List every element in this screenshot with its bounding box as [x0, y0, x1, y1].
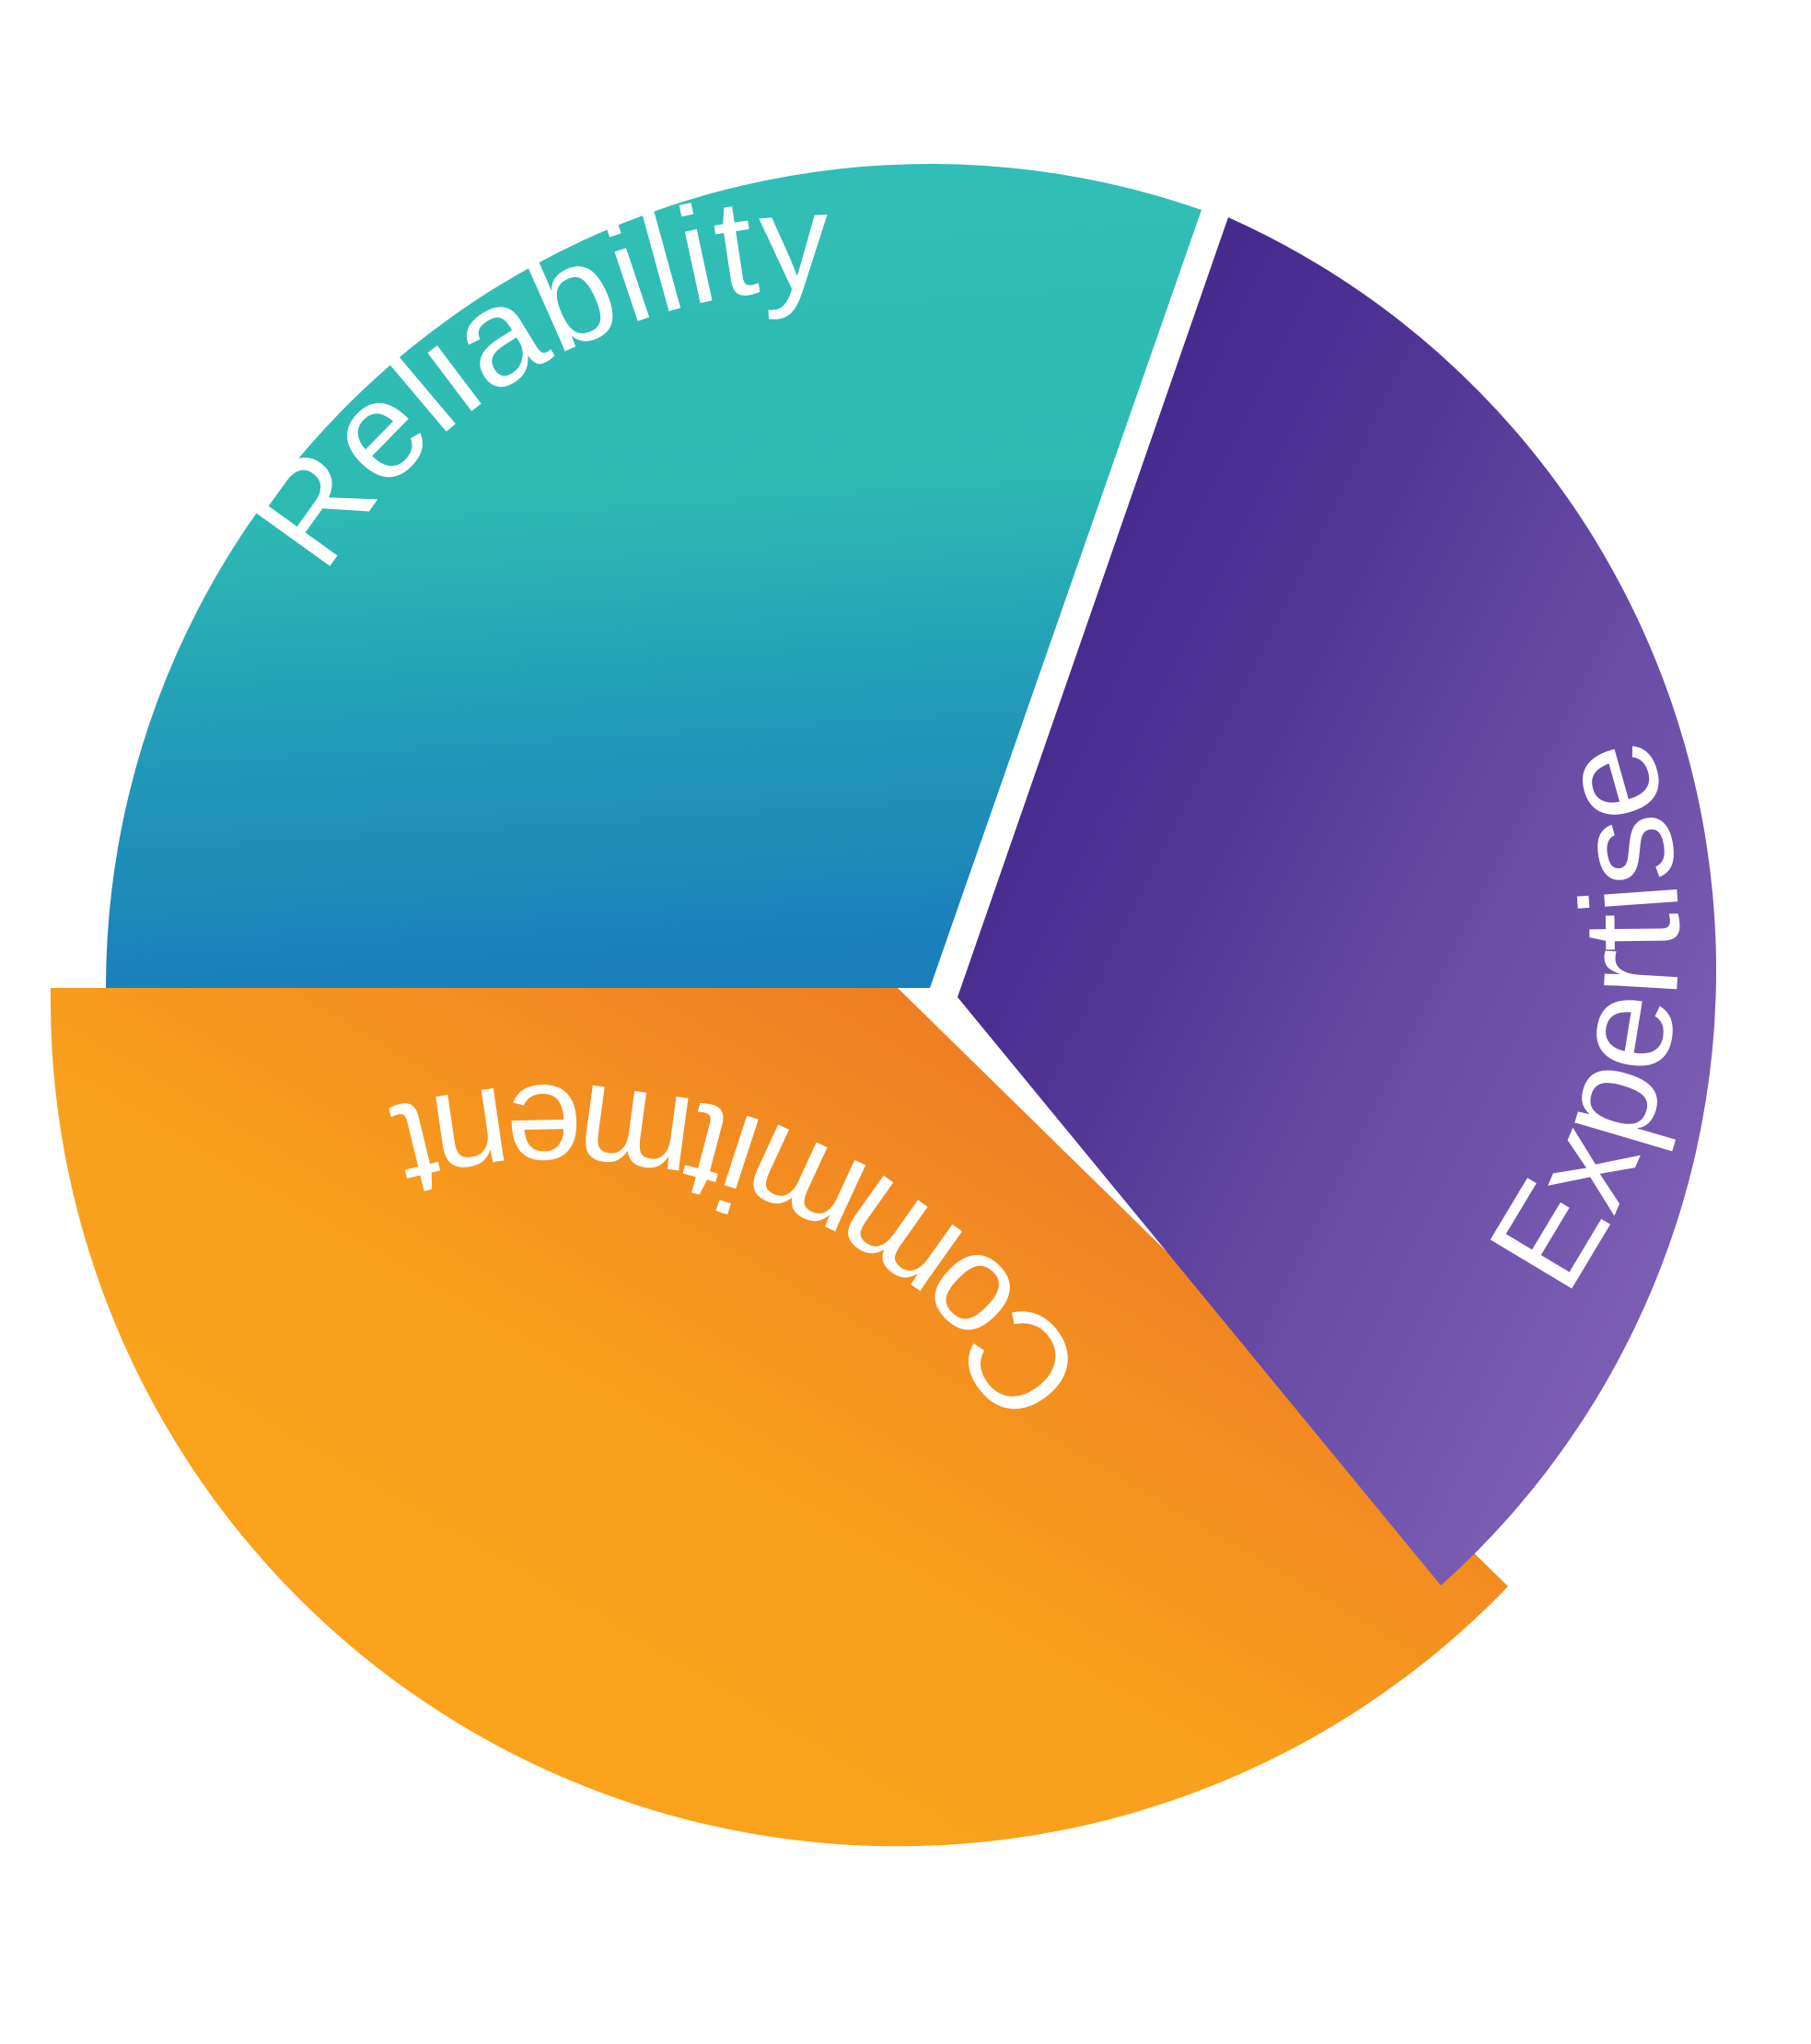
pie-slice-commitment-shape[interactable] — [50, 988, 1508, 1847]
pie-segment-expertise[interactable]: Expertise — [958, 217, 1717, 1585]
pie-slice-reliability-shape[interactable] — [106, 163, 1202, 989]
pie-segment-commitment[interactable]: Commitment — [50, 988, 1508, 1847]
pie-slice-expertise-shape[interactable] — [958, 217, 1717, 1585]
